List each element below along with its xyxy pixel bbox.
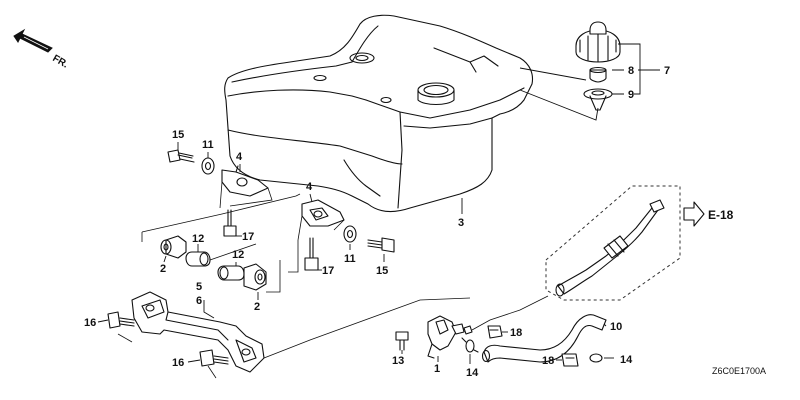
callout-9: 9 [628,89,634,101]
figure-code: Z6C0E1700A [712,366,766,376]
tank-base-bracket [131,291,265,373]
callout-2-left: 2 [160,263,166,275]
callout-17-left: 17 [242,231,254,243]
callout-16-right: 16 [172,357,184,369]
callout-3: 3 [458,217,464,229]
fuel-valve [427,315,473,359]
callout-4-right: 4 [306,181,313,193]
callout-12-right: 12 [232,249,244,261]
reference-arrow-icon [683,201,705,227]
callout-18-upper: 18 [510,327,522,339]
callout-14-left: 14 [466,367,479,379]
callout-15-right: 15 [376,265,388,277]
strainer [583,88,613,111]
callout-11-left: 11 [202,139,214,151]
bolt-16-left [107,311,135,329]
washer-11-left [201,157,215,175]
cap-to-tank-line [519,67,599,121]
callout-11-right: 11 [344,253,356,265]
callout-2-right: 2 [254,301,260,313]
front-direction-label: FR. [51,53,71,71]
callout-8: 8 [628,65,634,77]
collar-12-right [217,265,245,281]
fuel-tank [224,14,534,213]
bolt-16-right [199,349,229,367]
reference-label: E-18 [708,208,734,222]
callout-4-left: 4 [236,151,243,163]
callout-10: 10 [610,321,622,333]
fuel-hose-lower [481,314,607,363]
bolt-15-right [367,237,395,253]
mount-bracket-4-right [301,199,345,227]
fuel-cap [575,21,621,63]
callout-17-right: 17 [322,265,334,277]
hose-clamp-18-lower [561,353,579,367]
hose-clamp-18-upper [487,325,503,339]
hose-clip-14-left [461,337,479,353]
callout-5: 5 [196,281,202,293]
fuel-hose-upper [555,199,665,297]
bolt-17-right [304,237,319,271]
collar-12-left [185,251,211,267]
rubber-mount-2-left [160,235,187,259]
hose-group-outline [545,185,681,301]
callout-18-lower: 18 [542,355,554,367]
callout-7: 7 [664,65,670,77]
bolt-15-left [167,149,195,163]
cap-seal [589,66,607,83]
screw-13 [395,331,409,351]
leader-7 [618,43,660,95]
washer-11-right [343,225,357,243]
callout-6: 6 [196,295,202,307]
mount-bracket-4-left [221,165,269,197]
callout-12-left: 12 [192,233,204,245]
hose-clip-14-right [589,353,603,363]
rubber-mount-2-right [243,263,267,291]
callout-15-left: 15 [172,129,184,141]
callout-16-left: 16 [84,317,96,329]
leaders-8-9 [612,69,624,95]
callout-13: 13 [392,355,404,367]
bolt-17-left [223,209,237,237]
callout-14-right: 14 [620,354,633,366]
callout-1: 1 [434,363,440,375]
front-direction-arrow-icon [13,28,53,53]
